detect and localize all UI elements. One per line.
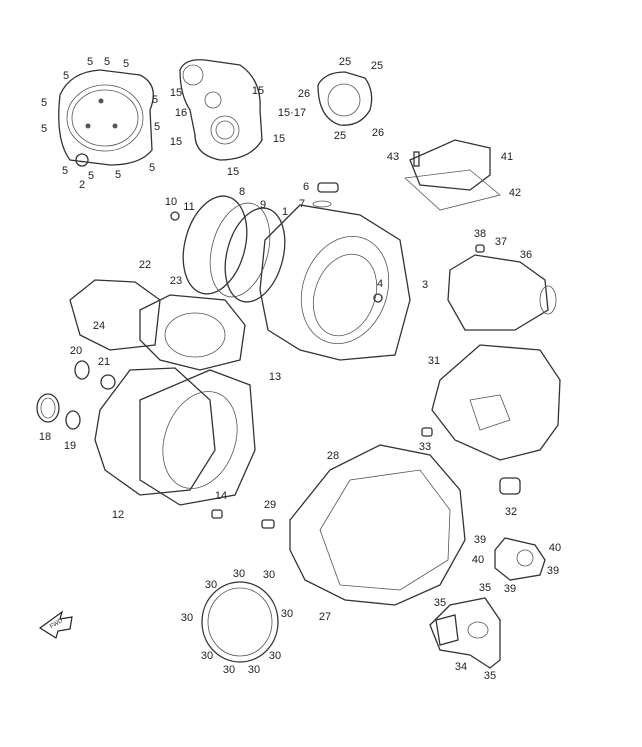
cover-12 — [94, 367, 256, 506]
callout-label: 32 — [505, 506, 517, 518]
callout-label: 12 — [112, 509, 124, 521]
callout-label: 30 — [233, 568, 245, 580]
cover-39 — [494, 537, 546, 581]
callout-label: 5 — [87, 56, 93, 68]
callout-label: 29 — [264, 499, 276, 511]
cover-top-center — [179, 59, 263, 161]
callout-label: 8 — [239, 186, 245, 198]
callout-label: 26 — [298, 88, 310, 100]
callout-label: 41 — [501, 151, 513, 163]
callout-label: 30 — [269, 650, 281, 662]
callout-label: 16 — [175, 107, 187, 119]
callout-label: 5 — [41, 123, 47, 135]
callout-label: 5 — [62, 165, 68, 177]
callout-label: 10 — [165, 196, 177, 208]
callout-label: 27 — [319, 611, 331, 623]
callout-label: 43 — [387, 151, 399, 163]
gasket-top-right — [317, 71, 373, 126]
callout-label: 26 — [372, 127, 384, 139]
callout-label: 5 — [123, 58, 129, 70]
callout-label: 5 — [63, 70, 69, 82]
callout-label: 5 — [104, 56, 110, 68]
callout-label: 30 — [181, 612, 193, 624]
callout-label: 1 — [282, 206, 288, 218]
callout-label: 22 — [139, 259, 151, 271]
callout-label: 5 — [88, 170, 94, 182]
callout-label: 15 — [170, 87, 182, 99]
callout-label: 15 — [170, 136, 182, 148]
callout-label: 15 — [273, 133, 285, 145]
breather-cover — [404, 139, 501, 211]
housing-22 — [69, 279, 246, 390]
callout-label: 5 — [41, 97, 47, 109]
callout-label: 11 — [183, 201, 194, 213]
callout-label: 15 — [252, 85, 264, 97]
callout-label: 19 — [64, 440, 76, 452]
callout-label: 40 — [472, 554, 484, 566]
oil-seal — [36, 393, 81, 430]
callout-label: 18 — [39, 431, 51, 443]
callout-label: 40 — [549, 542, 561, 554]
callout-label: 39 — [504, 583, 516, 595]
callout-label: 20 — [70, 345, 82, 357]
callout-label: 35 — [484, 670, 496, 682]
callout-label: 30 — [281, 608, 293, 620]
callout-label: 23 — [170, 275, 182, 287]
callout-label: 30 — [263, 569, 275, 581]
callout-label: 30 — [205, 579, 217, 591]
housing-36 — [447, 244, 557, 331]
cover-31 — [421, 344, 561, 495]
callout-label: 15·17 — [278, 107, 306, 119]
callout-label: 36 — [520, 249, 532, 261]
callout-label: 37 — [495, 236, 507, 248]
callout-label: 13 — [269, 371, 281, 383]
callout-label: 9 — [260, 199, 266, 211]
callout-label: 21 — [98, 356, 110, 368]
callout-label: 25 — [339, 56, 351, 68]
callout-label: 5 — [154, 121, 160, 133]
callout-label: 5 — [149, 162, 155, 174]
callout-label: 28 — [327, 450, 339, 462]
callout-label: 33 — [419, 441, 431, 453]
callout-label: 35 — [434, 597, 446, 609]
callout-label: 15 — [227, 166, 239, 178]
callout-label: 14 — [215, 490, 227, 502]
crankcase-cover-main — [259, 204, 411, 361]
callout-label: 25 — [371, 60, 383, 72]
callout-label: 42 — [509, 187, 521, 199]
callout-label: 31 — [428, 355, 440, 367]
callout-label: 30 — [223, 664, 235, 676]
callout-label: 25 — [334, 130, 346, 142]
callout-label: 7 — [299, 198, 305, 210]
callout-label: 39 — [547, 565, 559, 577]
callout-label: 35 — [479, 582, 491, 594]
callout-label: 2 — [79, 179, 85, 191]
oil-filler-cap — [312, 182, 339, 208]
clutch-plates — [170, 195, 286, 303]
callout-label: 30 — [201, 650, 213, 662]
callout-label: 30 — [248, 664, 260, 676]
callout-label: 5 — [115, 169, 121, 181]
callout-label: 3 — [422, 279, 428, 291]
callout-label: 38 — [474, 228, 486, 240]
callout-label: 34 — [455, 661, 467, 673]
cover-28 — [211, 444, 466, 606]
gasket-30 — [201, 581, 279, 663]
callout-label: 5 — [152, 94, 158, 106]
cover-35 — [429, 597, 501, 669]
callout-label: 24 — [93, 320, 105, 332]
callout-label: 39 — [474, 534, 486, 546]
fwd-arrow-icon: FWD — [38, 610, 73, 639]
clutch-cover — [58, 69, 154, 167]
callout-label: 4 — [377, 278, 383, 290]
callout-label: 6 — [303, 181, 309, 193]
